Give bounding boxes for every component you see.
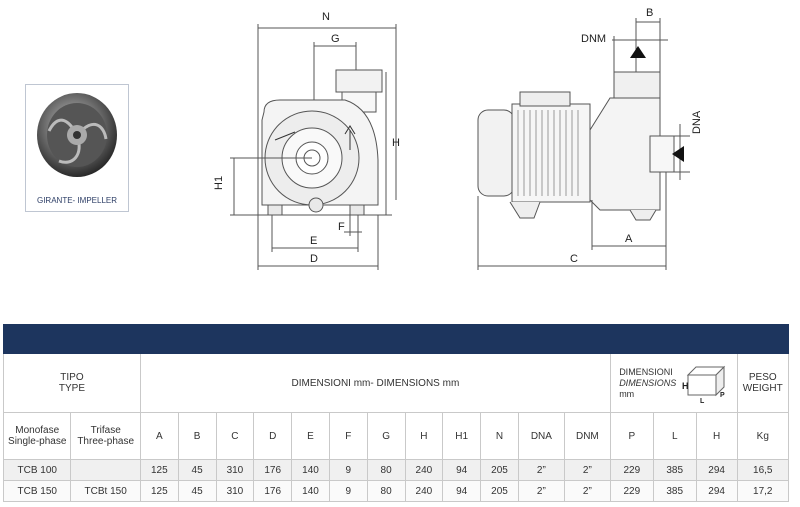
column-header: E <box>291 412 330 460</box>
value-cell: 205 <box>480 480 519 502</box>
impeller-image <box>37 93 117 177</box>
label-g: G <box>331 33 340 45</box>
label-e: E <box>310 235 317 247</box>
label-f: F <box>338 221 345 233</box>
value-cell: 125 <box>139 459 179 481</box>
model-tri: TCBt 150 <box>70 480 141 502</box>
value-cell: 80 <box>366 459 406 481</box>
label-dna: DNA <box>691 110 703 134</box>
value-cell: 240 <box>404 459 444 481</box>
label-a: A <box>625 233 633 245</box>
label-h1: H1 <box>213 176 225 190</box>
table-column-row: Monofase Single-phase Trifase Three-phas… <box>2 412 790 460</box>
label-c: C <box>570 253 578 265</box>
value-cell: 2” <box>563 480 611 502</box>
model-tri <box>70 459 141 481</box>
box-icon: H L P <box>682 365 726 403</box>
value-cell: 9 <box>328 459 368 481</box>
packaging-dimensions-cell: DIMENSIONI DIMENSIONS mm H L P <box>609 353 738 413</box>
value-cell: 294 <box>695 459 738 481</box>
column-header: C <box>215 412 255 460</box>
value-cell: 2” <box>563 459 611 481</box>
front-view <box>230 24 397 270</box>
value-cell: 94 <box>442 480 482 502</box>
table-row: TCB 150 TCBt 150 125 45 310 176 140 9 80… <box>2 480 790 502</box>
value-cell: 229 <box>609 480 654 502</box>
column-header: H <box>695 412 738 460</box>
outlet-arrow-icon <box>630 46 646 58</box>
peso-cell: PESO WEIGHT <box>736 353 790 413</box>
value-cell: 2” <box>517 480 565 502</box>
label-b: B <box>646 7 653 19</box>
column-header: DNA <box>517 412 565 460</box>
value-cell: 125 <box>139 480 179 502</box>
column-header: H <box>404 412 444 460</box>
impeller-photo-box: GIRANTE- IMPELLER <box>25 84 129 212</box>
column-header: H1 <box>442 412 482 460</box>
value-cell: 205 <box>480 459 519 481</box>
dimensions-title: DIMENSIONI mm- DIMENSIONS mm <box>139 353 611 413</box>
value-cell: 294 <box>695 480 738 502</box>
inlet-arrow-icon <box>672 146 684 162</box>
label-h: H <box>392 137 400 149</box>
spec-table: TIPO TYPE DIMENSIONI mm- DIMENSIONS mm D… <box>2 324 790 502</box>
svg-text:L: L <box>700 398 705 403</box>
column-header: P <box>609 412 654 460</box>
column-header: G <box>366 412 406 460</box>
label-d: D <box>310 253 318 265</box>
pump-drawings: N G H H1 E F D B DNM DNA A C <box>213 7 703 270</box>
column-header: L <box>652 412 697 460</box>
table-header-bar <box>3 324 789 354</box>
value-cell: 94 <box>442 459 482 481</box>
value-cell: 176 <box>253 459 293 481</box>
column-header: N <box>480 412 519 460</box>
side-view <box>477 18 690 270</box>
value-cell: 16,5 <box>736 459 790 481</box>
label-dnm: DNM <box>581 33 606 45</box>
value-cell: 385 <box>652 480 697 502</box>
table-head-row: TIPO TYPE DIMENSIONI mm- DIMENSIONS mm D… <box>3 353 790 413</box>
value-cell: 240 <box>404 480 444 502</box>
value-cell: 310 <box>215 480 255 502</box>
value-cell: 140 <box>291 480 330 502</box>
technical-drawing: GIRANTE- IMPELLER <box>25 7 703 270</box>
value-cell: 2” <box>517 459 565 481</box>
tipo-cell: TIPO TYPE <box>3 353 141 413</box>
svg-text:P: P <box>720 392 725 399</box>
label-n: N <box>322 11 330 23</box>
value-cell: 229 <box>609 459 654 481</box>
value-cell: 45 <box>177 480 217 502</box>
column-header: B <box>177 412 217 460</box>
value-cell: 176 <box>253 480 293 502</box>
column-header: Kg <box>736 412 790 460</box>
trifase-header: Trifase Three-phase <box>70 412 141 460</box>
value-cell: 45 <box>177 459 217 481</box>
svg-text:H: H <box>682 381 689 391</box>
column-header: A <box>139 412 179 460</box>
column-header: DNM <box>563 412 611 460</box>
value-cell: 310 <box>215 459 255 481</box>
column-header: F <box>328 412 368 460</box>
value-cell: 385 <box>652 459 697 481</box>
monofase-header: Monofase Single-phase <box>2 412 72 460</box>
impeller-caption: GIRANTE- IMPELLER <box>36 196 117 205</box>
value-cell: 80 <box>366 480 406 502</box>
value-cell: 140 <box>291 459 330 481</box>
value-cell: 17,2 <box>736 480 790 502</box>
model-mono: TCB 150 <box>2 480 72 502</box>
column-header: D <box>253 412 293 460</box>
model-mono: TCB 100 <box>2 459 72 481</box>
value-cell: 9 <box>328 480 368 502</box>
table-row: TCB 100 125 45 310 176 140 9 80 240 94 2… <box>2 459 790 481</box>
